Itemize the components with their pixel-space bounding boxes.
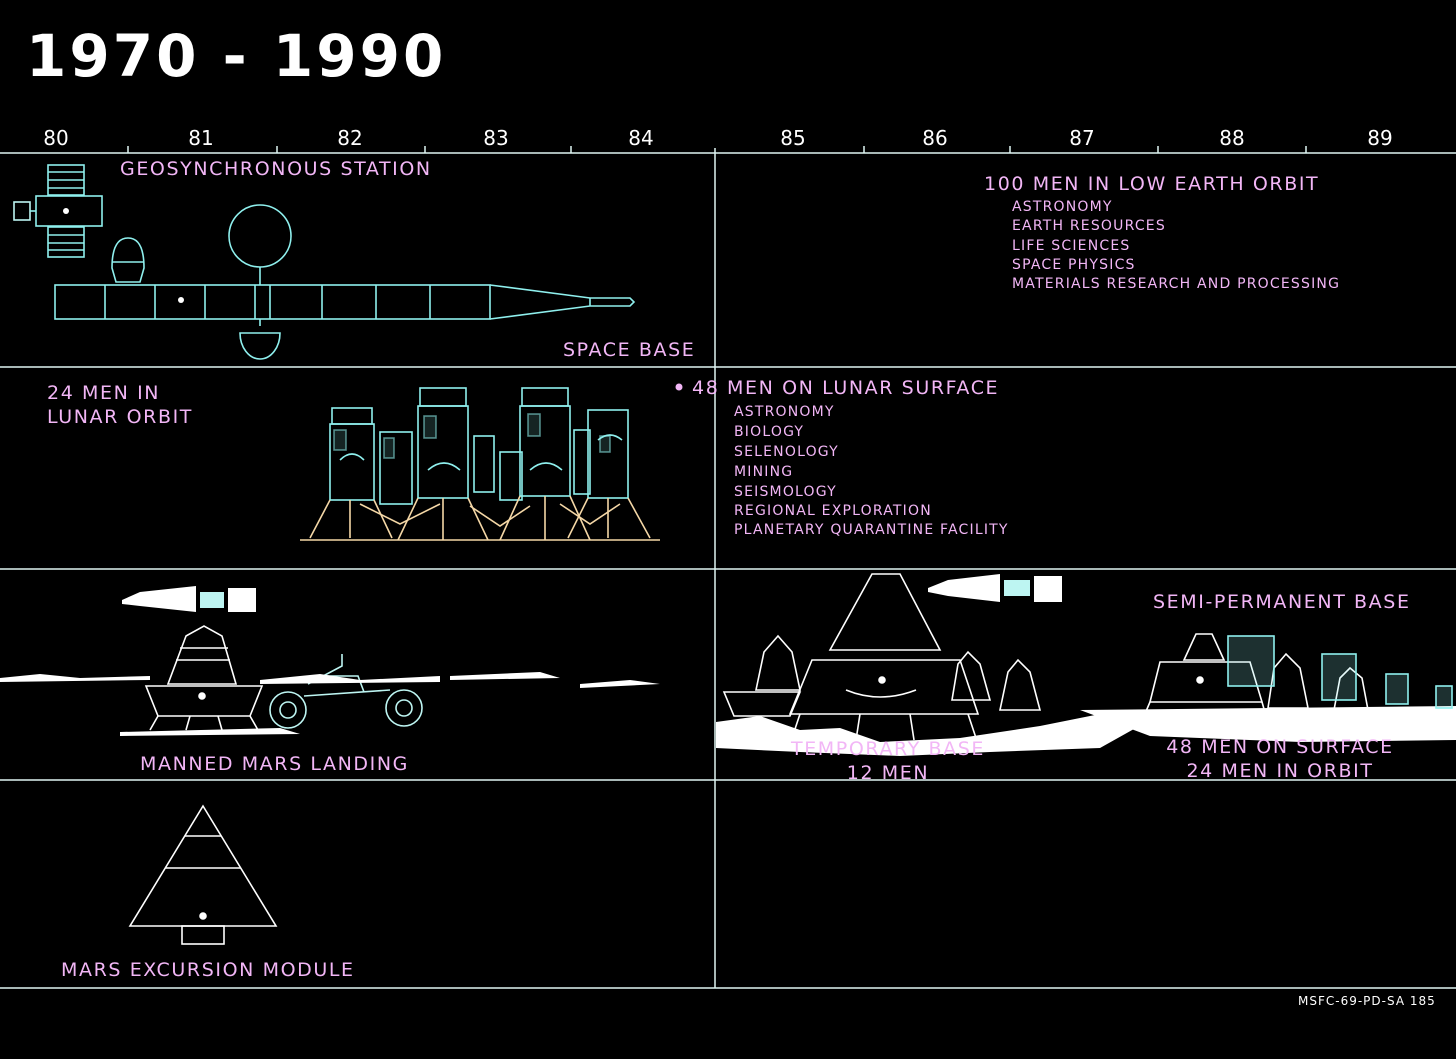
mars-excursion-module-icon	[128, 804, 278, 945]
lunar-orbit-label-line1: 24 MEN IN	[47, 382, 161, 404]
geosynchronous-station-label: GEOSYNCHRONOUS STATION	[120, 158, 432, 180]
geosynchronous-station-icon	[13, 164, 103, 258]
year-tick-label: 89	[1367, 126, 1393, 150]
timeline-grid	[0, 146, 1456, 989]
command-service-module-icon	[122, 586, 256, 612]
photo-credit: MSFC-69-PD-SA 185	[1298, 994, 1436, 1008]
mars-lander-icon	[144, 625, 264, 731]
space-base-label: SPACE BASE	[563, 339, 696, 361]
lunar-surface-item: ASTRONOMY	[734, 404, 835, 420]
year-tick-label: 87	[1069, 126, 1095, 150]
leo-item: SPACE PHYSICS	[1012, 257, 1136, 273]
mars-excursion-module-label: MARS EXCURSION MODULE	[61, 959, 355, 981]
mars-terrain	[0, 672, 660, 736]
year-tick-label: 86	[922, 126, 948, 150]
temporary-base-line1: TEMPORARY BASE	[791, 738, 985, 760]
space-base-icon	[54, 204, 636, 360]
command-service-module-icon	[928, 574, 1062, 602]
bullet-markers	[675, 383, 683, 391]
lunar-surface-base-icon	[300, 387, 660, 541]
lunar-surface-item: MINING	[734, 464, 794, 480]
lunar-orbit-label-line2: LUNAR ORBIT	[47, 406, 193, 428]
manned-mars-landing-label: MANNED MARS LANDING	[140, 753, 409, 775]
temporary-base-line2: 12 MEN	[846, 762, 930, 784]
year-tick-label: 83	[483, 126, 509, 150]
surface-orbit-line2: 24 MEN IN ORBIT	[1186, 760, 1374, 782]
lunar-surface-item: REGIONAL EXPLORATION	[734, 503, 932, 519]
year-tick-label: 84	[628, 126, 654, 150]
lunar-surface-header: 48 MEN ON LUNAR SURFACE	[692, 377, 1000, 399]
mars-rover-icon	[269, 654, 423, 729]
lunar-surface-item: SEISMOLOGY	[734, 484, 837, 500]
surface-orbit-label: 48 MEN ON SURFACE 24 MEN IN ORBIT	[1160, 735, 1400, 783]
year-tick-label: 88	[1219, 126, 1245, 150]
lunar-surface-item: SELENOLOGY	[734, 444, 839, 460]
year-tick-label: 81	[188, 126, 214, 150]
lunar-surface-item: PLANETARY QUARANTINE FACILITY	[734, 522, 1009, 538]
leo-item: MATERIALS RESEARCH AND PROCESSING	[1012, 276, 1341, 292]
page-title: 1970 - 1990	[26, 22, 447, 90]
year-tick-label: 85	[780, 126, 806, 150]
semi-permanent-base-label: SEMI-PERMANENT BASE	[1153, 591, 1411, 613]
surface-orbit-line1: 48 MEN ON SURFACE	[1166, 736, 1394, 758]
leo-item: LIFE SCIENCES	[1012, 238, 1131, 254]
year-tick-label: 80	[43, 126, 69, 150]
leo-item: ASTRONOMY	[1012, 199, 1113, 215]
low-earth-orbit-header: 100 MEN IN LOW EARTH ORBIT	[984, 173, 1320, 195]
lunar-surface-item: BIOLOGY	[734, 424, 805, 440]
year-tick-label: 82	[337, 126, 363, 150]
temporary-base-icon	[722, 573, 1042, 741]
leo-item: EARTH RESOURCES	[1012, 218, 1166, 234]
semi-permanent-base-icon	[1137, 633, 1453, 731]
temporary-base-label: TEMPORARY BASE 12 MEN	[790, 737, 986, 785]
